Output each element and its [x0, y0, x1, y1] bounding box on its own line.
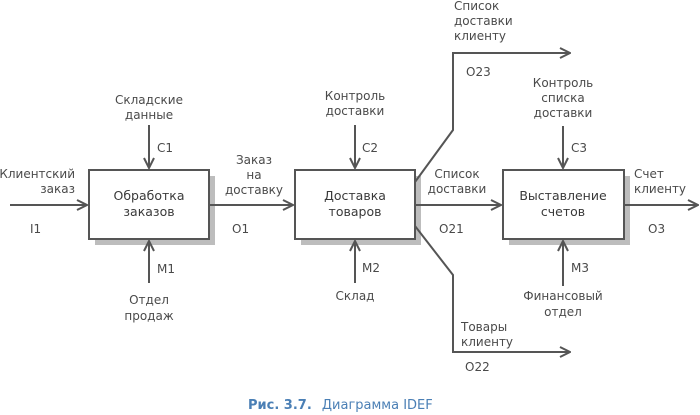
- label-o23: доставки: [454, 14, 513, 28]
- code-c2: C2: [362, 141, 378, 155]
- label-o3: Счет: [634, 167, 664, 181]
- code-i1: I1: [30, 222, 41, 236]
- box-label: товаров: [329, 204, 382, 219]
- figure-caption: Рис. 3.7. Диаграмма IDEF: [248, 394, 433, 413]
- label-o1: доставку: [225, 183, 283, 197]
- label-c1: данные: [125, 108, 173, 122]
- code-o23: O23: [466, 65, 491, 79]
- arrow-o23: [414, 53, 570, 183]
- box-label: Обработка: [114, 188, 185, 203]
- label-m3: отдел: [544, 305, 582, 319]
- label-i1: заказ: [40, 182, 75, 196]
- code-m3: M3: [571, 261, 589, 275]
- label-o21: доставки: [428, 182, 487, 196]
- arrow-o22: [414, 225, 570, 352]
- box-label: заказов: [123, 204, 174, 219]
- label-c3: доставки: [534, 106, 593, 120]
- label-m3: Финансовый: [523, 289, 602, 303]
- box-label: Выставление: [519, 188, 607, 203]
- activity-box-order-processing: Обработка заказов: [88, 169, 210, 240]
- label-o23: клиенту: [454, 29, 506, 43]
- box-label: счетов: [541, 204, 585, 219]
- code-c1: C1: [157, 141, 173, 155]
- activity-box-delivery: Доставка товаров: [294, 169, 416, 240]
- label-o1: на: [246, 168, 261, 182]
- label-o3: клиенту: [634, 182, 686, 196]
- label-m2: Склад: [336, 289, 375, 303]
- label-m1: Отдел: [129, 293, 169, 307]
- activity-box-invoicing: Выставление счетов: [502, 169, 625, 240]
- label-o22: Товары: [460, 320, 507, 334]
- code-m2: M2: [362, 261, 380, 275]
- label-i1: Клиентский: [0, 167, 75, 181]
- label-m1: продаж: [124, 309, 173, 323]
- caption-title: Диаграмма IDEF: [322, 398, 433, 413]
- code-o21: O21: [439, 222, 464, 236]
- label-c3: списка: [541, 91, 584, 105]
- label-o21: Список: [434, 167, 479, 181]
- caption-number: Рис. 3.7.: [248, 398, 312, 413]
- label-c3: Контроль: [533, 76, 593, 90]
- box-label: Доставка: [324, 188, 386, 203]
- label-c2: Контроль: [325, 89, 385, 103]
- code-o3: O3: [648, 222, 665, 236]
- code-o1: O1: [232, 222, 249, 236]
- label-o23: Список: [454, 0, 499, 13]
- code-c3: C3: [571, 141, 587, 155]
- label-o22: клиенту: [461, 335, 513, 349]
- code-o22: O22: [465, 360, 490, 374]
- label-c2: доставки: [326, 104, 385, 118]
- code-m1: M1: [157, 262, 175, 276]
- label-o1: Заказ: [236, 153, 272, 167]
- label-c1: Складские: [115, 93, 183, 107]
